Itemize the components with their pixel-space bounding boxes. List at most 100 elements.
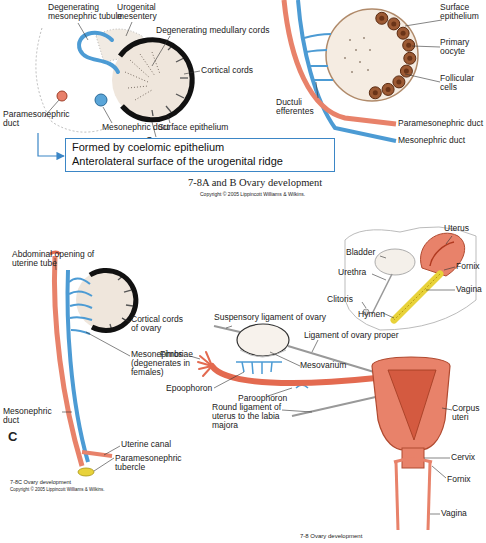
- leader-line: [103, 107, 112, 123]
- degenerating-medullary-cords: [355, 49, 357, 51]
- copyright-note: Copyright © 2005 Lippincott Williams & W…: [10, 488, 105, 493]
- primary-follicle: [397, 27, 409, 39]
- degenerating-medullary-cords: [351, 71, 353, 73]
- leader-line: [362, 302, 366, 308]
- mesonephros-tubules: [71, 330, 90, 334]
- structure-label: Mesovarium: [300, 361, 346, 370]
- uterine-canal: [82, 452, 112, 456]
- fimbriae: [198, 352, 212, 376]
- leader-line: [442, 408, 452, 410]
- medullary-cords: [128, 86, 148, 88]
- round-ligament: [292, 396, 380, 416]
- bladder: [375, 249, 415, 275]
- structure-label: Cortical cords: [201, 66, 253, 75]
- paramesonephric-tubercle: [78, 468, 94, 476]
- cortical-cords: [180, 77, 188, 78]
- primary-oocyte: [407, 56, 412, 61]
- primary-oocyte: [406, 43, 411, 48]
- medullary-cords: [125, 52, 160, 100]
- vagina: [394, 274, 440, 320]
- bladder: [375, 249, 415, 275]
- leader-line: [152, 36, 170, 66]
- structure-label: Paroophoron: [238, 394, 287, 403]
- epoophoron: [236, 362, 282, 374]
- primary-oocyte: [404, 69, 409, 74]
- mesonephros-tubules: [69, 291, 92, 296]
- note-text: Formed by coelomic epithelium: [72, 141, 328, 155]
- degenerating-medullary-cords: [359, 61, 361, 63]
- leader-line: [312, 340, 318, 352]
- structure-label: Bladder: [346, 248, 375, 257]
- epoophoron: [271, 362, 272, 372]
- structure-label: Cortical cords of ovary: [131, 315, 183, 333]
- paramesonephric-duct: [57, 91, 67, 101]
- ovary-body: [112, 40, 192, 120]
- primary-follicle: [403, 39, 415, 51]
- leader-line: [270, 352, 300, 366]
- leader-line: [214, 372, 244, 388]
- leader-line: [426, 290, 455, 291]
- medullary-cords: [130, 60, 150, 78]
- ligament-of-ovary-proper: [288, 346, 374, 372]
- uterine-canal: [82, 452, 112, 456]
- epoophoron: [261, 362, 263, 374]
- primary-follicle: [404, 52, 416, 64]
- leader-line: [190, 326, 452, 514]
- ovary-body: [76, 270, 136, 330]
- mesonephros-tubules: [69, 278, 90, 284]
- cortical-cords: [166, 106, 171, 112]
- medullary-cords: [125, 72, 148, 82]
- leader-line: [122, 318, 130, 322]
- structure-label: Ductuli efferentes: [276, 98, 326, 116]
- leader-line: [44, 22, 200, 137]
- degenerating-medullary-cords: [349, 39, 351, 41]
- paramesonephric-duct: [54, 256, 82, 466]
- primary-oocyte: [373, 16, 413, 96]
- epoophoron: [252, 362, 253, 374]
- cortical-cords: [176, 94, 184, 98]
- leader-line: [184, 71, 200, 74]
- degenerating-mesonephric-tubule: [79, 33, 118, 72]
- structure-label: Primary oocyte: [440, 38, 486, 56]
- leader-line: [424, 458, 450, 459]
- leader-line: [62, 412, 72, 413]
- leader-line: [405, 20, 442, 26]
- leader-line: [86, 332, 130, 356]
- leader-line: [94, 458, 114, 471]
- primary-oocyte: [391, 21, 396, 26]
- structure-label: Mesonephric duct: [398, 136, 465, 145]
- ductuli-efferentes: [313, 79, 333, 81]
- note-text: Anterolateral surface of the urogenital …: [72, 155, 328, 169]
- leader-line: [126, 22, 132, 36]
- structure-label: Paramesonephric duct: [3, 110, 65, 128]
- degenerating-medullary-cords: [344, 37, 371, 73]
- urethra: [372, 274, 392, 314]
- cortical-cords: [176, 58, 184, 62]
- ovary-body: [112, 40, 192, 120]
- round-ligament: [292, 396, 380, 416]
- structure-label: Degenerating medullary cords: [156, 26, 269, 35]
- structure-label: Urethra: [338, 268, 366, 277]
- structure-label: Mesonephros (degenerates in females): [131, 350, 193, 378]
- structure-label: Uterine canal: [121, 440, 171, 449]
- primary-oocyte: [373, 90, 378, 95]
- vagina: [394, 459, 432, 530]
- body-outline: [345, 227, 476, 330]
- paramesonephric-tubercle: [78, 468, 94, 476]
- ductuli-efferentes: [309, 65, 328, 67]
- leader-line: [316, 20, 442, 98]
- urethra: [372, 274, 392, 314]
- leader-line: [432, 466, 446, 478]
- uterine-tube: [212, 366, 376, 383]
- degenerating-medullary-cords: [344, 57, 346, 59]
- structure-label: Paramesonephric tubercle: [115, 454, 189, 472]
- fimbriae: [206, 352, 212, 366]
- medullary-cords: [152, 52, 160, 74]
- figure-caption: 7-8 Ovary development: [300, 533, 362, 539]
- primary-oocyte: [396, 79, 401, 84]
- ovary-body: [326, 9, 418, 101]
- structure-label: Surface epithelium: [440, 3, 486, 21]
